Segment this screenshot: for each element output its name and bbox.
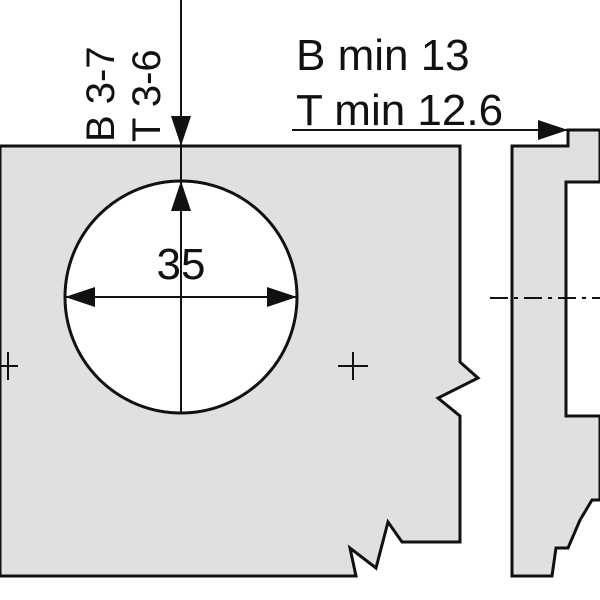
distance-arrow-down bbox=[171, 116, 191, 146]
diameter-arrow-right bbox=[267, 287, 297, 307]
distance-arrow-up bbox=[171, 181, 191, 211]
min-label-t: T min 12.6 bbox=[296, 86, 503, 135]
vertical-label-t: T 3-6 bbox=[125, 49, 169, 142]
diameter-arrow-left bbox=[65, 287, 95, 307]
vertical-label-b: B 3-7 bbox=[79, 46, 123, 142]
screw-hole-right-mark bbox=[338, 352, 368, 380]
min-distance-arrow bbox=[538, 120, 568, 140]
min-label-b: B min 13 bbox=[296, 31, 470, 80]
diameter-label: 35 bbox=[157, 240, 206, 289]
screw-hole-left-mark bbox=[0, 352, 18, 380]
